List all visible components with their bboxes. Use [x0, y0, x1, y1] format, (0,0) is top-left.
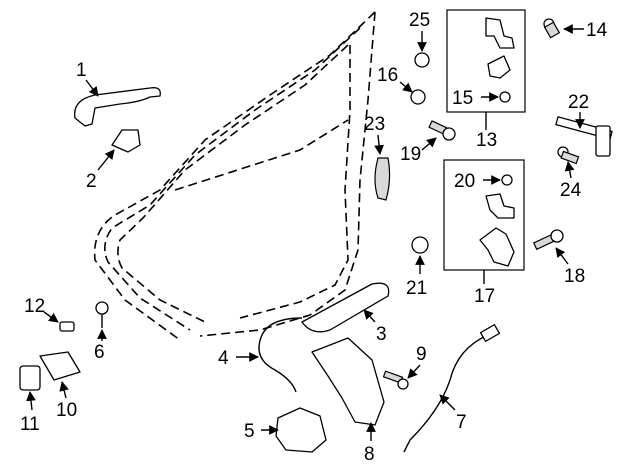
callout-17: 17: [474, 286, 495, 307]
callout-12: 12: [24, 296, 45, 317]
callout-16: 16: [377, 65, 398, 86]
bolt-19: [428, 120, 456, 141]
nut-25: [414, 52, 430, 68]
screw-6: [95, 301, 109, 328]
nut-21: [411, 236, 429, 254]
striker-plate: [39, 351, 81, 381]
callout-20: 20: [454, 171, 475, 192]
striker-bolt: [59, 321, 75, 332]
lock-actuator: [275, 407, 327, 453]
callout-7: 7: [456, 412, 467, 433]
bolt-9: [382, 370, 409, 390]
callout-9: 9: [416, 344, 427, 365]
callout-11: 11: [20, 414, 40, 435]
door-seal: [374, 157, 391, 201]
lower-hinge: [479, 227, 515, 267]
striker-pad: [19, 365, 41, 391]
callout-1: 1: [76, 60, 87, 81]
callout-2: 2: [86, 171, 97, 192]
inside-handle: [301, 282, 390, 333]
handle-cap: [111, 129, 141, 153]
lock-cable: [258, 317, 303, 393]
callout-21: 21: [406, 278, 427, 299]
callout-23: 23: [364, 114, 385, 135]
hinge-bolt-20: [501, 174, 513, 186]
callout-4: 4: [218, 348, 229, 369]
callout-3: 3: [376, 324, 387, 345]
callout-18: 18: [564, 266, 585, 287]
door-outline: [93, 11, 376, 341]
callout-14: 14: [586, 20, 608, 41]
callout-6: 6: [94, 342, 105, 363]
callout-19: 19: [400, 144, 421, 165]
nut-16: [410, 89, 426, 105]
callout-24: 24: [560, 180, 582, 201]
bolt-24: [557, 146, 580, 165]
callout-25: 25: [409, 10, 430, 31]
callout-22: 22: [568, 92, 589, 113]
bolt-14: [543, 18, 561, 39]
callout-5: 5: [244, 421, 255, 442]
callout-8: 8: [364, 444, 375, 465]
bolt-18: [532, 229, 564, 251]
release-cable: [403, 334, 489, 453]
outside-door-handle: [74, 87, 161, 127]
callout-10: 10: [56, 400, 77, 421]
upper-hinge: [485, 17, 515, 49]
callout-13: 13: [476, 130, 497, 151]
hinge-bolt-15: [499, 91, 511, 103]
callout-15: 15: [452, 88, 473, 109]
door-latch: [311, 337, 385, 426]
lower-hinge-upper: [485, 193, 515, 219]
upper-hinge-lower: [487, 55, 511, 79]
